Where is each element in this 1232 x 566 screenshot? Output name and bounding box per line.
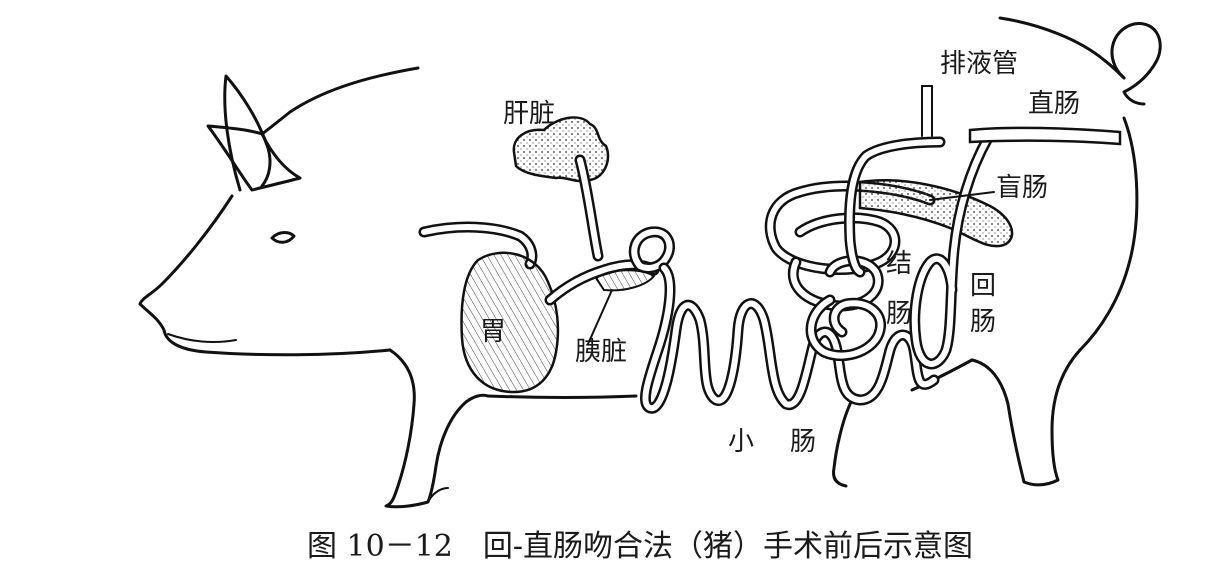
pig-hind-belly xyxy=(910,358,974,392)
pancreas xyxy=(594,269,656,292)
small-intestine xyxy=(639,262,940,414)
cecum xyxy=(858,179,1014,248)
rectum-shape xyxy=(968,126,1122,146)
stomach-shape xyxy=(460,251,560,394)
pig-mouth xyxy=(167,333,237,343)
label-liver: 肝脏 xyxy=(503,99,555,129)
label-rectum: 直肠 xyxy=(1028,89,1080,119)
label-colon-1: 结 xyxy=(886,249,912,279)
pig-tail xyxy=(1110,22,1162,106)
pig-front-hoof xyxy=(427,487,449,503)
rectum xyxy=(968,126,1122,146)
pig-rump xyxy=(998,16,1126,80)
pancreas-pointer xyxy=(587,289,613,345)
pig-belly xyxy=(486,394,638,399)
pig-front-leg xyxy=(384,348,490,509)
label-colon-2: 肠 xyxy=(886,299,912,329)
pig-back-line xyxy=(260,66,420,136)
cecum-shape xyxy=(858,179,1014,248)
label-small-intestine-2: 肠 xyxy=(790,427,816,457)
stomach xyxy=(460,251,560,394)
pig-ear-right xyxy=(206,124,302,192)
label-drain-tube: 排液管 xyxy=(940,49,1018,79)
pig-outline xyxy=(138,16,1162,509)
label-stomach: 胃 xyxy=(480,317,506,347)
pig-ear-left xyxy=(223,74,272,192)
label-pancreas: 胰脏 xyxy=(575,337,627,367)
label-ileum-2: 肠 xyxy=(970,307,996,337)
drain-tube-vertical xyxy=(921,85,933,137)
pig-rump-back xyxy=(1078,116,1139,352)
pig-head xyxy=(138,194,392,357)
colon-spiral xyxy=(764,180,936,362)
pig-eye xyxy=(270,231,296,244)
pig-hind-leg xyxy=(970,348,1082,487)
pancreas-shape xyxy=(594,269,656,292)
cecum-pointer xyxy=(929,191,995,201)
label-small-intestine-1: 小 xyxy=(728,427,754,457)
label-ileum-1: 回 xyxy=(970,271,996,301)
drain-tube xyxy=(844,85,946,278)
label-cecum: 盲肠 xyxy=(996,173,1048,203)
figure-caption: 图 10－12 回-直肠吻合法（猪）手术前后示意图 xyxy=(307,529,973,564)
pig-hind-leg-2 xyxy=(832,398,854,488)
